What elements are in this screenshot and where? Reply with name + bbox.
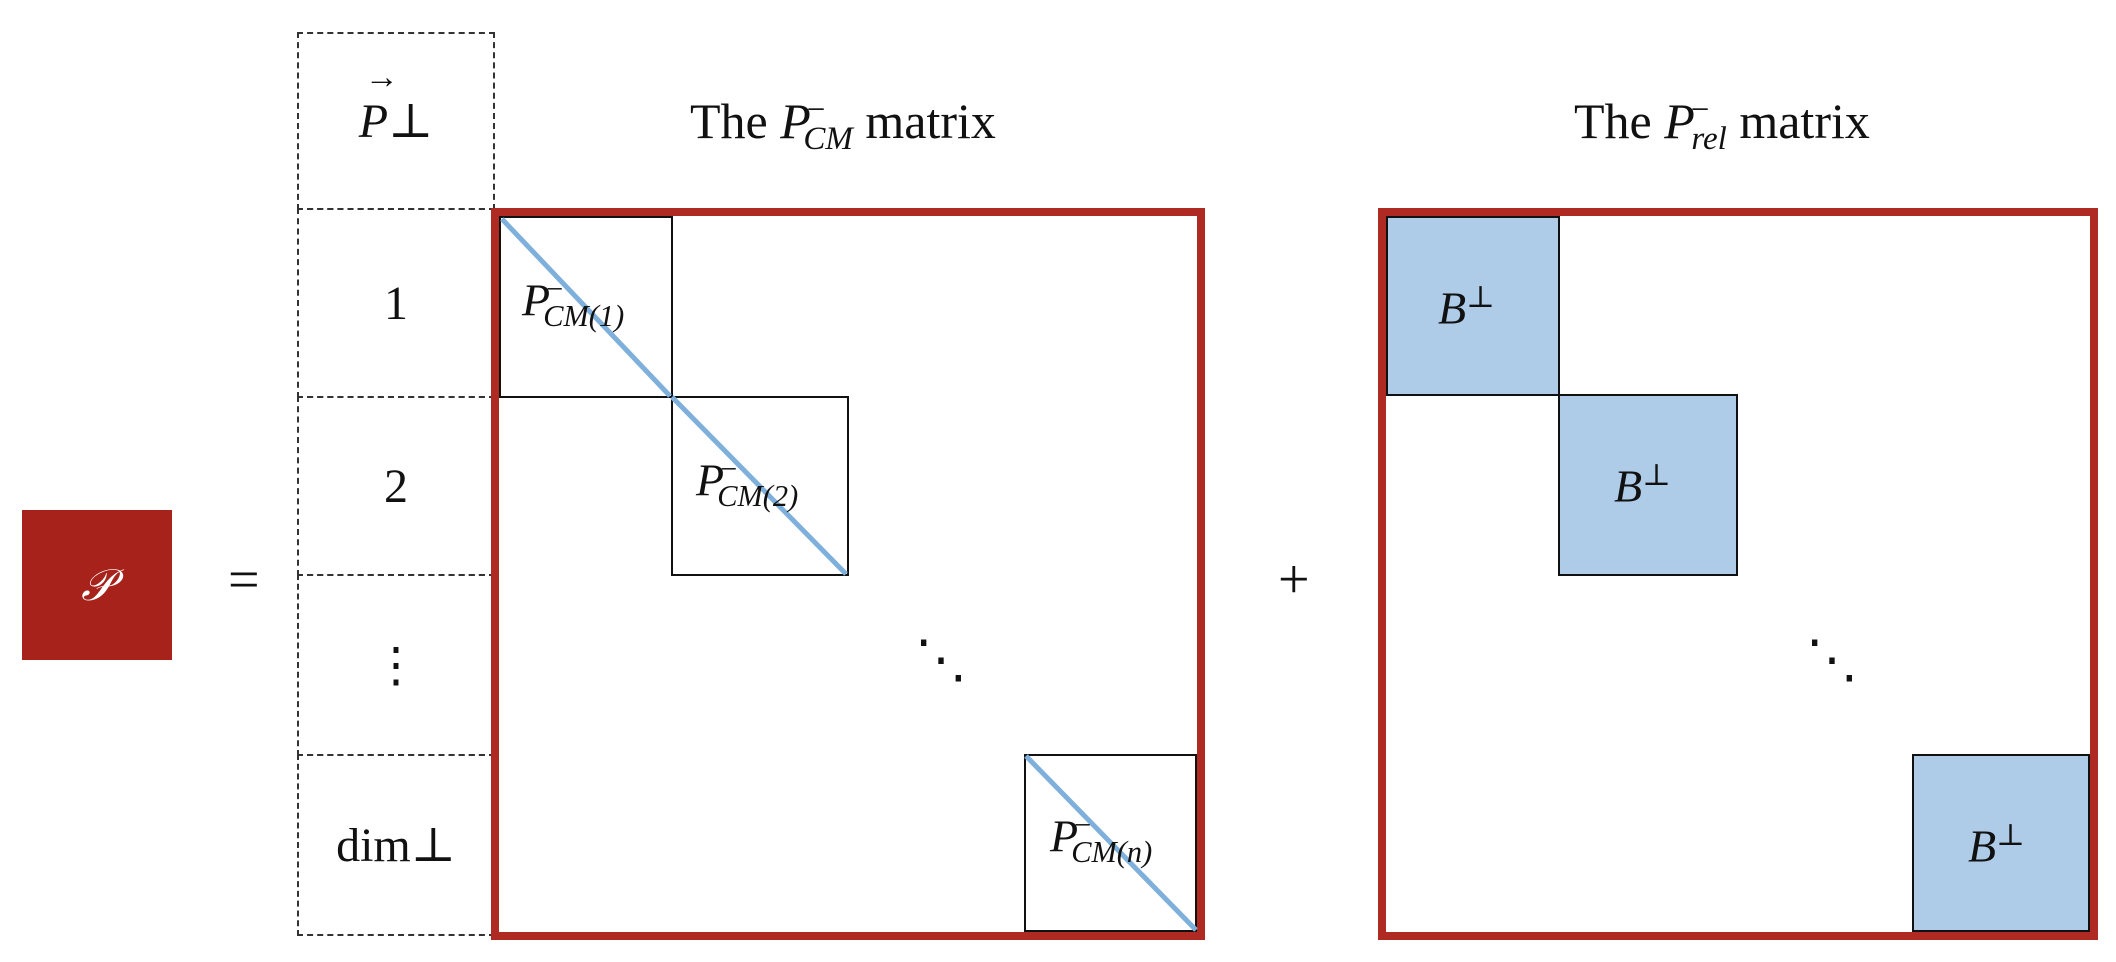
cm-matrix-title: The P−CM matrix <box>690 92 996 157</box>
cm-diagonal-line-n <box>1024 754 1198 932</box>
rel-block-n <box>1912 754 2090 932</box>
rel-block-2-label: B⊥ <box>1614 458 1671 512</box>
cm-diagonal-line-2 <box>670 395 848 576</box>
column-header-arrow: → <box>364 59 399 96</box>
cm-block-1 <box>499 216 673 398</box>
cm-block-2 <box>671 396 849 576</box>
cm-block-n-label: P−CM(n) <box>1050 808 1153 869</box>
rel-ellipsis: ⋱ <box>1806 632 1858 689</box>
equals-sign: = <box>228 549 260 611</box>
column-row-dim: dim⊥ <box>297 754 495 936</box>
rel-block-2 <box>1558 394 1738 576</box>
cm-block-2-label: P−CM(2) <box>696 452 799 513</box>
cm-block-n <box>1024 754 1197 932</box>
rel-block-1-label: B⊥ <box>1438 280 1495 334</box>
rel-matrix-title: The P−rel matrix <box>1574 92 1870 157</box>
calligraphic-p-box: 𝒫 <box>22 510 172 660</box>
plus-sign: + <box>1278 549 1310 611</box>
rel-matrix-frame <box>1378 208 2098 940</box>
cm-block-1-label: P−CM(1) <box>522 272 625 333</box>
rel-block-1 <box>1386 216 1560 396</box>
column-header-label: → P⊥ <box>358 59 434 148</box>
cm-matrix-frame <box>491 208 1205 940</box>
rel-block-n-label: B⊥ <box>1968 818 2025 872</box>
calligraphic-p-symbol: 𝒫 <box>81 560 113 610</box>
cm-diagonal-line-1 <box>500 217 672 398</box>
cm-ellipsis: ⋱ <box>915 632 967 689</box>
